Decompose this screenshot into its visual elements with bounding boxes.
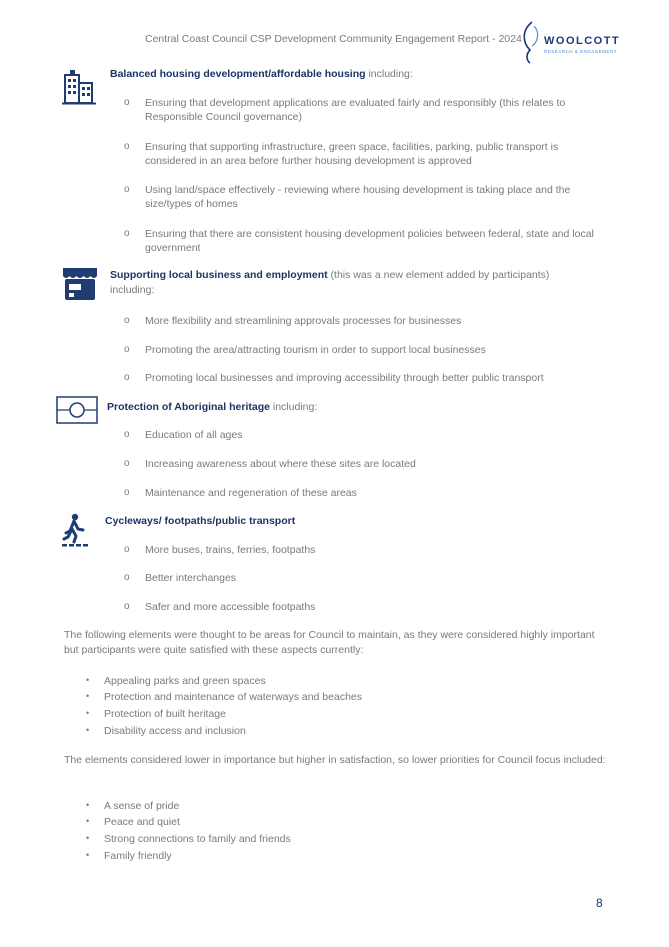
section-heading-business: Supporting local business and employment…	[110, 269, 550, 296]
list-item: •A sense of pride	[86, 800, 180, 812]
woolcott-logo: WOOLCOTT RESEARCH & ENGAGEMENT	[518, 20, 619, 64]
report-header-title: Central Coast Council CSP Development Co…	[145, 33, 522, 45]
section-heading-housing: Balanced housing development/affordable …	[110, 68, 413, 80]
logo-wordmark: WOOLCOTT	[544, 35, 621, 47]
section-heading-heritage: Protection of Aboriginal heritage includ…	[107, 401, 318, 413]
section-heading-cycleways: Cycleways/ footpaths/public transport	[105, 515, 296, 527]
list-item: •Strong connections to family and friend…	[86, 833, 291, 845]
aboriginal-flag-icon	[56, 396, 98, 424]
pedestrian-crossing-icon	[60, 513, 90, 547]
buildings-icon	[62, 69, 96, 105]
logo-tagline: RESEARCH & ENGAGEMENT	[544, 49, 618, 54]
list-item: •Family friendly	[86, 850, 172, 862]
page-number: 8	[596, 896, 603, 910]
list-item: •Protection and maintenance of waterways…	[86, 691, 362, 703]
list-item: •Protection of built heritage	[86, 708, 226, 720]
list-item: •Appealing parks and green spaces	[86, 675, 266, 687]
storefront-icon	[61, 266, 99, 302]
logo-mark-icon	[523, 21, 539, 64]
list-item: •Peace and quiet	[86, 816, 180, 828]
list-item: •Disability access and inclusion	[86, 725, 246, 737]
paragraph-lower-priorities: The elements considered lower in importa…	[64, 754, 606, 766]
paragraph-maintain: The following elements were thought to b…	[64, 629, 595, 656]
